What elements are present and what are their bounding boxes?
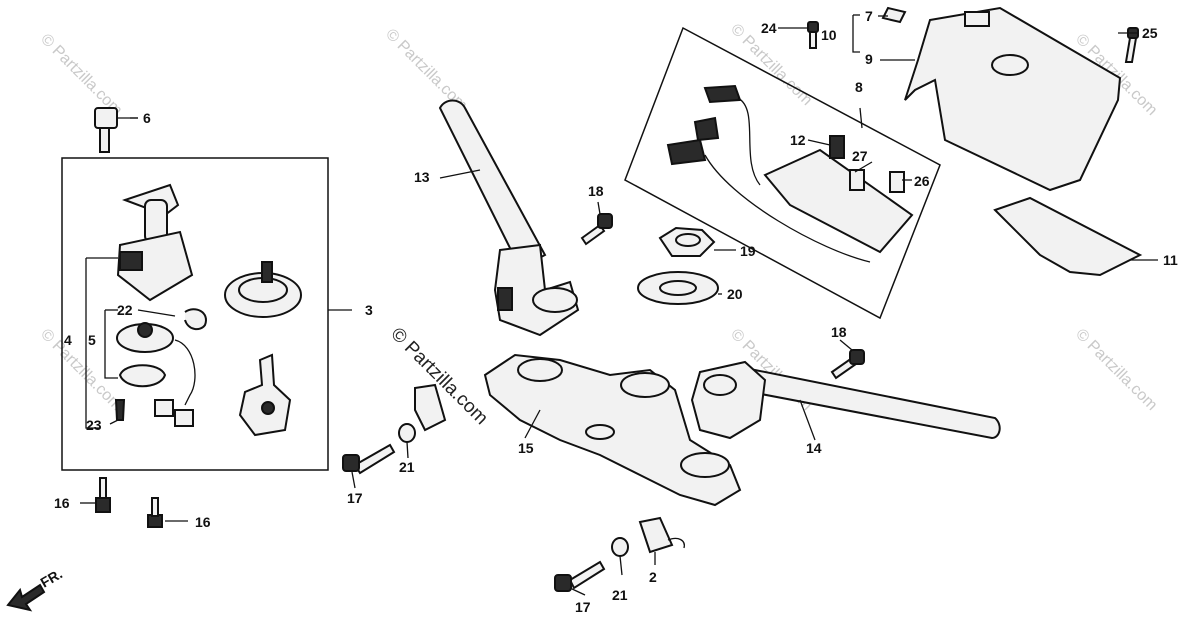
bolt-24-part (807, 21, 819, 49)
top-bridge-part (483, 353, 742, 507)
screw-part (114, 399, 126, 421)
callout-17-left: 17 (347, 490, 363, 506)
gasket-11-part (993, 196, 1143, 277)
front-arrow: FR. (6, 565, 65, 612)
callout-8: 8 (855, 79, 863, 95)
handlebar-left-part (438, 99, 580, 337)
bracket-line (104, 310, 118, 379)
watermark: © Partzilla.com (37, 326, 125, 414)
callout-9: 9 (865, 51, 873, 67)
fuse-cover-part (904, 6, 1122, 192)
callout-26: 26 (914, 173, 930, 189)
callout-4: 4 (64, 332, 72, 348)
callout-27: 27 (852, 148, 868, 164)
callout-18-top: 18 (588, 183, 604, 199)
callout-17-bottom: 17 (575, 599, 591, 615)
washer-21b-part (611, 537, 629, 557)
watermark: © Partzilla.com (37, 31, 125, 119)
bolt-18-part (580, 213, 613, 246)
callout-labels: 6 3 4 5 22 23 16 16 13 18 19 20 18 14 15… (54, 8, 1178, 615)
bracket-2-part (414, 383, 685, 554)
fuse-box-frame (624, 26, 941, 320)
callout-10: 10 (821, 27, 837, 43)
lock-holder-part (238, 353, 292, 437)
callout-16-right: 16 (195, 514, 211, 530)
seal-cap-part (224, 261, 302, 318)
fuse-panel-part (666, 84, 914, 263)
clip-part (184, 308, 207, 331)
callout-22: 22 (117, 302, 133, 318)
bolt-17-part (342, 443, 396, 475)
ignition-switch-part (116, 183, 194, 302)
bracket-line (85, 258, 100, 429)
ignition-kit-box (61, 157, 329, 471)
callout-12: 12 (790, 132, 806, 148)
callout-24: 24 (761, 20, 777, 36)
bolt-16b-part (147, 497, 163, 528)
callout-11: 11 (1163, 252, 1178, 268)
callout-21-bottom: 21 (612, 587, 628, 603)
callout-5: 5 (88, 332, 96, 348)
callout-20: 20 (727, 286, 743, 302)
leader-line (137, 309, 176, 317)
callout-21-left: 21 (399, 459, 415, 475)
key-part (94, 107, 138, 153)
nut-19-part (658, 226, 716, 257)
bolt-16-part (95, 477, 111, 513)
lid-7-part (881, 6, 907, 24)
callout-25: 25 (1142, 25, 1158, 41)
callout-19: 19 (740, 243, 756, 259)
bolt-17b-part (554, 560, 606, 592)
leader-line (859, 107, 863, 129)
leader-lines (80, 15, 1158, 596)
callout-3: 3 (365, 302, 373, 318)
callout-18-right: 18 (831, 324, 847, 340)
watermark: © Partzilla.com (1072, 326, 1160, 414)
callout-13: 13 (414, 169, 430, 185)
contact-base-part (116, 322, 196, 427)
washer-21-part (398, 423, 416, 443)
callout-14: 14 (806, 440, 822, 456)
bracket-line (852, 15, 860, 53)
bolt-18b-part (830, 349, 865, 380)
callout-16-left: 16 (54, 495, 70, 511)
washer-20-part (637, 271, 719, 305)
callout-7: 7 (865, 8, 873, 24)
callout-2: 2 (649, 569, 657, 585)
clip-part (118, 364, 167, 388)
callout-6: 6 (143, 110, 151, 126)
callout-23: 23 (86, 417, 102, 433)
callout-15: 15 (518, 440, 534, 456)
handlebar-right-part (690, 360, 1001, 440)
